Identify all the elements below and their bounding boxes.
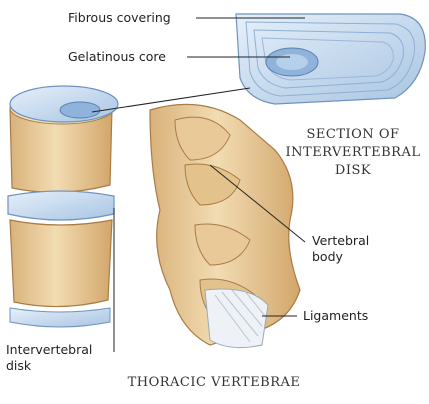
intervertebral-disk-line1: Intervertebral	[6, 342, 92, 358]
section-title-line1: SECTION OF	[278, 126, 428, 144]
vertebrae-illustration	[8, 86, 300, 348]
section-title: SECTION OF INTERVERTEBRAL DISK	[278, 126, 428, 180]
section-title-line2: INTERVERTEBRAL	[278, 144, 428, 162]
ligaments-label: Ligaments	[303, 308, 368, 323]
section-title-line3: DISK	[278, 162, 428, 180]
vertebral-body-label: Vertebral body	[312, 233, 369, 265]
intervertebral-disk-label: Intervertebral disk	[6, 342, 92, 374]
disk-section	[236, 14, 425, 104]
fibrous-covering-label: Fibrous covering	[68, 10, 171, 25]
vertebral-body-line1: Vertebral	[312, 233, 369, 249]
gelatinous-core-label: Gelatinous core	[68, 49, 166, 64]
vertebral-body-line2: body	[312, 249, 369, 265]
intervertebral-disk-line2: disk	[6, 358, 92, 374]
thoracic-vertebrae-caption: THORACIC VERTEBRAE	[104, 374, 324, 392]
